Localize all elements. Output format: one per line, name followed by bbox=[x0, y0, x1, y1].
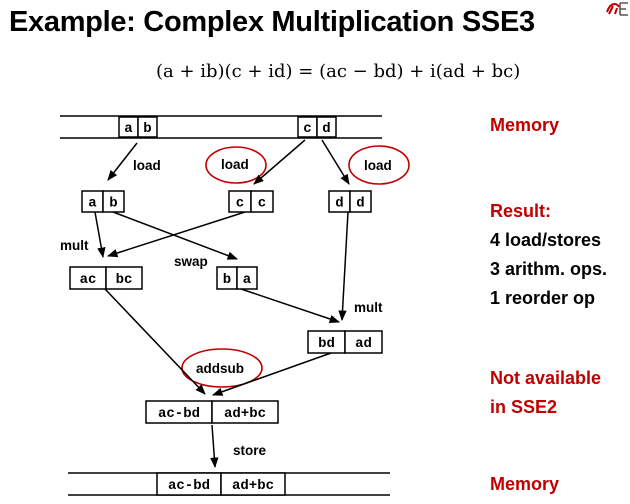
register-ac-bc: ac bc bbox=[69, 266, 143, 290]
register-result: ac-bd ad+bc bbox=[145, 400, 279, 424]
vector-cell bbox=[316, 116, 337, 138]
vector-cell-value: a bbox=[243, 272, 252, 288]
formula-equals: = bbox=[298, 61, 314, 82]
arrow-load-ab bbox=[107, 142, 138, 181]
arrow-load-cc bbox=[253, 139, 306, 185]
arrow-a-to-mult bbox=[94, 211, 106, 259]
vector-cell bbox=[211, 400, 279, 424]
load-highlight-circle bbox=[205, 146, 267, 184]
arrow-store bbox=[210, 424, 219, 469]
vector-cell-value: ad+bc bbox=[224, 406, 266, 422]
load-label: load bbox=[133, 158, 161, 173]
vector-cell-value: d bbox=[322, 121, 330, 137]
vector-cell-value: bc bbox=[116, 272, 133, 288]
vector-cell bbox=[105, 266, 143, 290]
addsub-label: addsub bbox=[196, 361, 244, 376]
memory-label-bottom: Memory bbox=[490, 474, 560, 494]
arrow-ba-to-mult bbox=[240, 288, 340, 323]
mult-label: mult bbox=[354, 300, 383, 315]
vector-cell-value: ad+bc bbox=[232, 478, 274, 494]
formula-lhs: (a + ib)(c + id) bbox=[156, 61, 293, 82]
vector-cell bbox=[220, 472, 286, 496]
vector-cell-value: a bbox=[124, 121, 133, 137]
arrow-acbc-to-addsub bbox=[104, 288, 206, 395]
memory-result: ac-bd ad+bc bbox=[156, 472, 286, 496]
slide-title: Example: Complex Multiplication SSE3 bbox=[9, 6, 535, 38]
arrow-cc-to-mult bbox=[107, 211, 246, 258]
vector-cell-value: a bbox=[88, 196, 97, 212]
result-line: 3 arithm. ops. bbox=[490, 259, 608, 279]
register-bd-ad: bd ad bbox=[307, 330, 383, 354]
sse2-note: Not available bbox=[490, 368, 602, 388]
memory-label-top: Memory bbox=[490, 115, 560, 135]
swap-label: swap bbox=[174, 254, 208, 269]
vector-cell-value: ac-bd bbox=[168, 478, 210, 494]
vector-cell-value: b bbox=[143, 121, 151, 137]
arrow-b-to-swap bbox=[112, 211, 238, 260]
addsub-highlight-circle bbox=[181, 348, 263, 388]
vector-cell-value: c bbox=[258, 196, 266, 212]
vector-cell-value: ac-bd bbox=[158, 406, 200, 422]
store-label: store bbox=[233, 443, 267, 458]
vector-cell bbox=[102, 190, 125, 213]
vector-cell-value: d bbox=[335, 196, 343, 212]
load-label: load bbox=[364, 158, 392, 173]
vector-cell bbox=[236, 266, 258, 290]
vector-cell-value: c bbox=[236, 196, 244, 212]
result-title: Result: bbox=[490, 201, 552, 221]
result-line: 1 reorder op bbox=[490, 288, 596, 308]
load-highlight-circle bbox=[348, 145, 410, 185]
sse2-note: in SSE2 bbox=[490, 397, 558, 417]
arrow-bdad-to-addsub bbox=[212, 352, 332, 396]
complex-multiplication-formula: (a + ib)(c + id) = (ac − bd) + i(ad + bc… bbox=[156, 61, 520, 82]
university-logo-icon bbox=[606, 2, 628, 16]
arrow-dd-to-mult bbox=[338, 211, 349, 322]
vector-cell-value: b bbox=[223, 272, 231, 288]
formula-rhs: (ac − bd) + i(ad + bc) bbox=[319, 61, 521, 82]
vector-cell bbox=[344, 330, 383, 354]
vector-cell-value: ac bbox=[80, 272, 97, 288]
vector-cell-value: bd bbox=[318, 336, 335, 352]
vector-cell-value: d bbox=[356, 196, 364, 212]
vector-cell-value: b bbox=[109, 196, 117, 212]
vector-cell bbox=[349, 190, 372, 213]
result-line: 4 load/stores bbox=[490, 230, 602, 250]
vector-cell bbox=[137, 116, 158, 138]
load-label: load bbox=[221, 157, 249, 172]
arrow-load-dd bbox=[321, 139, 350, 185]
vector-cell-value: c bbox=[303, 121, 311, 137]
vector-cell bbox=[250, 190, 274, 213]
vector-cell-value: ad bbox=[355, 336, 372, 352]
mult-label: mult bbox=[60, 238, 89, 253]
